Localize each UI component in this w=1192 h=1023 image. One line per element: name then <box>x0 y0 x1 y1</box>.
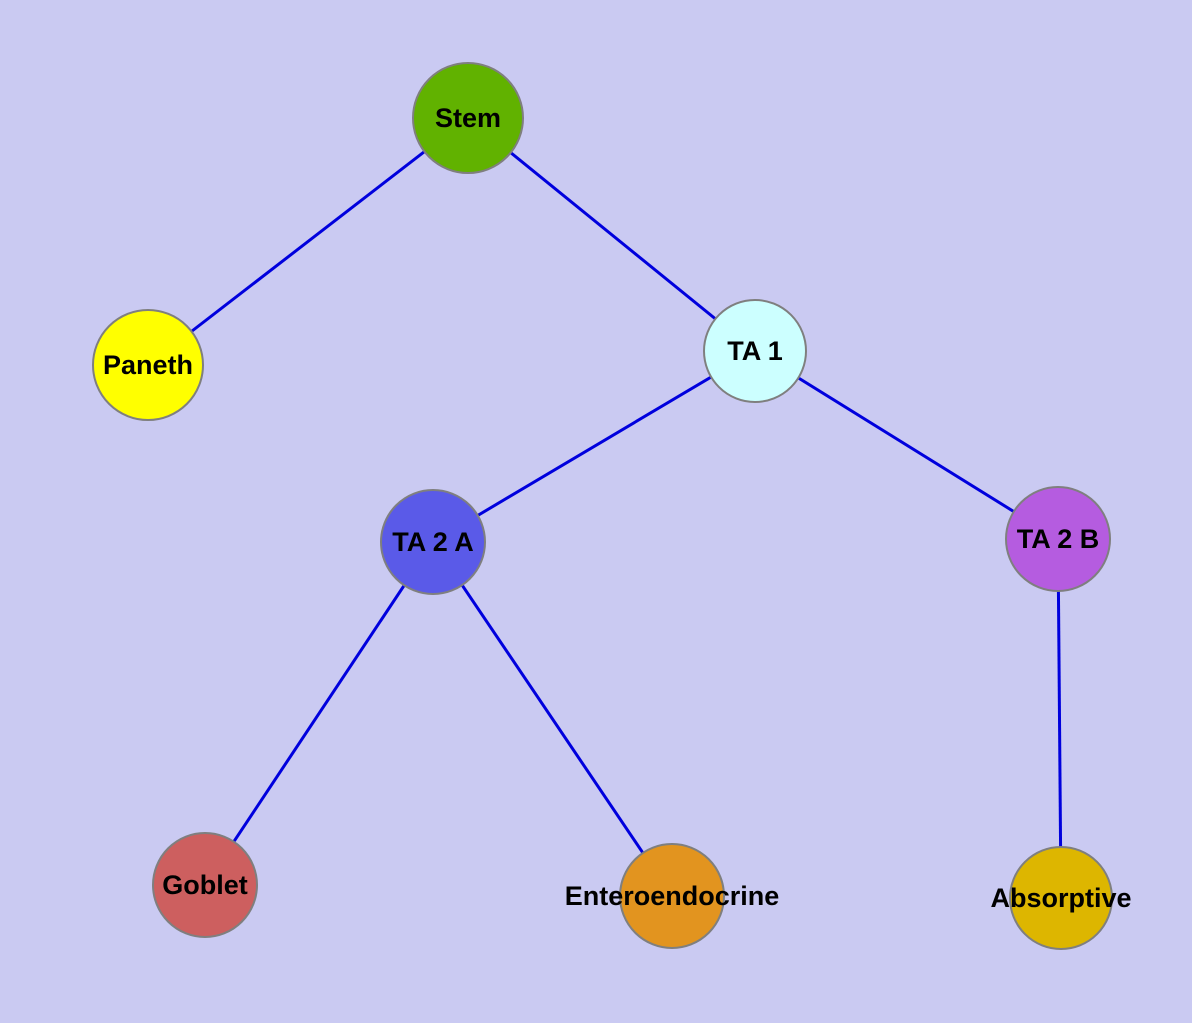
node-ta2a[interactable]: TA 2 A <box>380 489 486 595</box>
edge-ta2b-absorptive <box>1056 538 1063 899</box>
node-ta2b[interactable]: TA 2 B <box>1005 486 1111 592</box>
node-circle-absorptive[interactable] <box>1009 846 1113 950</box>
edge-ta1-ta2a <box>432 349 756 544</box>
node-enteroendocrine[interactable]: Enteroendocrine <box>565 843 780 949</box>
node-circle-goblet[interactable] <box>152 832 258 938</box>
node-absorptive[interactable]: Absorptive <box>990 846 1132 950</box>
node-circle-stem[interactable] <box>412 62 524 174</box>
node-circle-ta2b[interactable] <box>1005 486 1111 592</box>
node-circle-ta2a[interactable] <box>380 489 486 595</box>
edge-stem-ta1 <box>467 116 756 353</box>
edge-stem-paneth <box>147 116 469 367</box>
node-ta1[interactable]: TA 1 <box>703 299 807 403</box>
edge-layer <box>147 116 1063 899</box>
edge-ta2a-goblet <box>203 541 435 886</box>
edge-ta1-ta2b <box>754 349 1059 541</box>
node-stem[interactable]: Stem <box>412 62 524 174</box>
node-circle-ta1[interactable] <box>703 299 807 403</box>
node-circle-paneth[interactable] <box>92 309 204 421</box>
node-paneth[interactable]: Paneth <box>92 309 204 421</box>
node-goblet[interactable]: Goblet <box>152 832 258 938</box>
node-circle-enteroendocrine[interactable] <box>619 843 725 949</box>
edge-ta2a-enteroendocrine <box>431 541 674 897</box>
